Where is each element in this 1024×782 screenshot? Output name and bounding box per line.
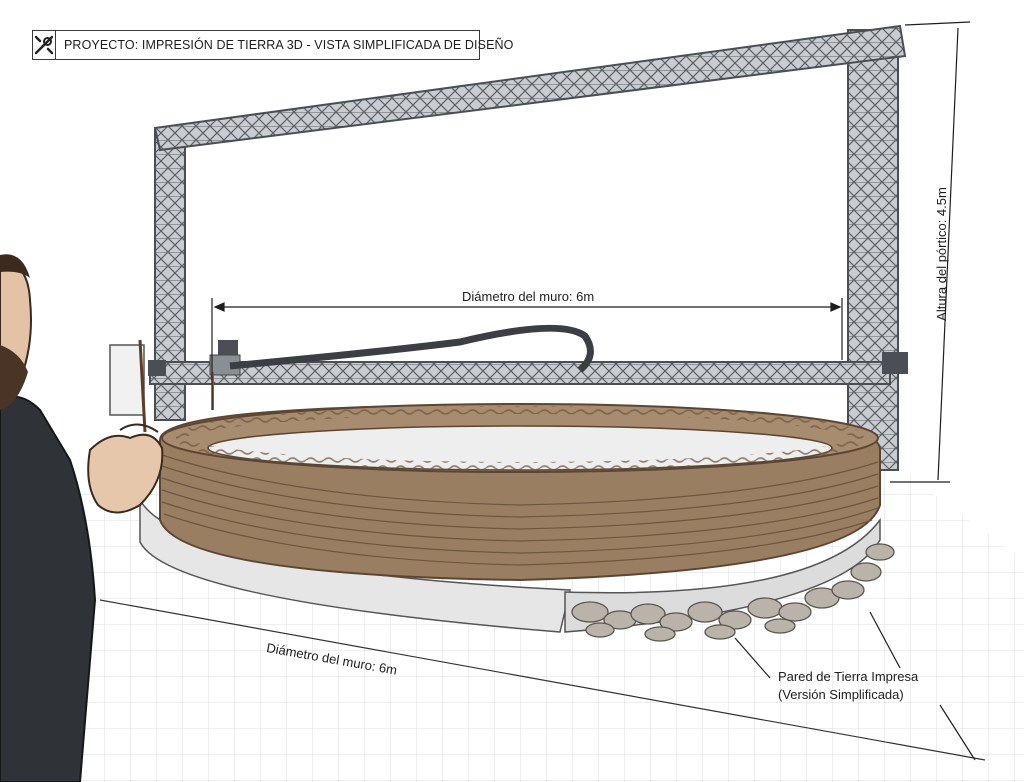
top-diameter-label: Diámetro del muro: 6m: [462, 289, 595, 304]
tools-icon: [33, 31, 56, 59]
wall-callout-line1: Pared de Tierra Impresa: [778, 669, 919, 684]
print-head: [148, 324, 908, 410]
dimension-lines: [211, 21, 976, 761]
wall-callout: Pared de Tierra Impresa (Versión Simplif…: [778, 668, 918, 704]
earth-wall: [159, 403, 881, 582]
project-title-box: PROYECTO: IMPRESIÓN DE TIERRA 3D - VISTA…: [32, 30, 513, 60]
gantry-height-label: Altura del pórtico: 4.5m: [934, 187, 949, 321]
wall-callout-line2: (Versión Simplificada): [778, 687, 904, 702]
tools-icon-glyph: [34, 35, 54, 55]
person-figure: [0, 254, 164, 782]
project-title: PROYECTO: IMPRESIÓN DE TIERRA 3D - VISTA…: [64, 38, 514, 52]
stone-border: [571, 543, 895, 642]
